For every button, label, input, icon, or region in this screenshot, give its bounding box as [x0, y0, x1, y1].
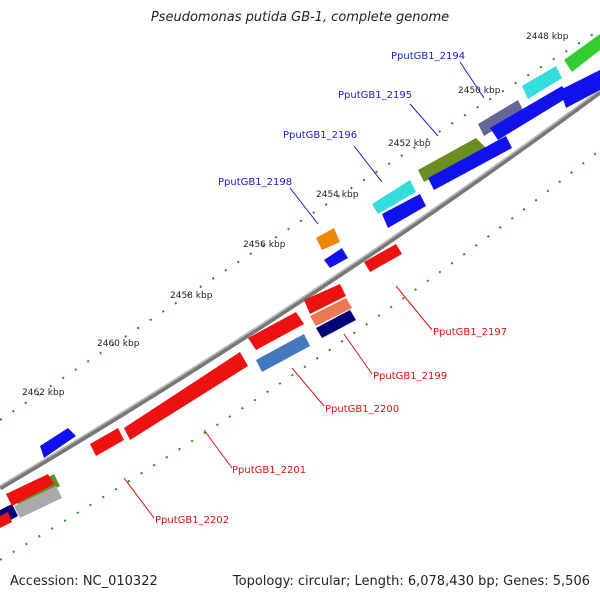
gene-label[interactable]: PputGB1_2195: [338, 90, 412, 101]
gene-labels-reverse: PputGB1_2197 PputGB1_2199 PputGB1_2200 P…: [155, 327, 507, 526]
gene-feature[interactable]: [418, 138, 488, 182]
gene-feature[interactable]: [428, 136, 512, 190]
gene-label[interactable]: PputGB1_2197: [433, 327, 507, 338]
gene-feature[interactable]: [310, 298, 352, 326]
kbp-label: 2462 kbp: [22, 388, 65, 398]
gene-feature[interactable]: [564, 34, 600, 72]
kbp-label: 2452 kbp: [388, 139, 431, 149]
gene-labels-forward: PputGB1_2194 PputGB1_2195 PputGB1_2196 P…: [218, 51, 465, 188]
gene-feature[interactable]: [14, 486, 62, 518]
inner-tick-ring: [0, 149, 600, 561]
gene-label[interactable]: PputGB1_2201: [232, 465, 306, 476]
gene-feature[interactable]: [324, 248, 348, 268]
kbp-label: 2450 kbp: [458, 86, 501, 96]
kbp-label: 2454 kbp: [316, 190, 359, 200]
gene-feature[interactable]: [560, 70, 600, 108]
reverse-genes: [0, 244, 402, 528]
outer-tick-ring: [0, 29, 600, 421]
gene-feature[interactable]: [364, 244, 402, 272]
gene-feature[interactable]: [124, 352, 248, 440]
accession-text: Accession: NC_010322: [10, 574, 158, 589]
genome-backbone: [0, 89, 600, 491]
gene-feature[interactable]: [248, 312, 304, 350]
genome-backbone-highlight: [0, 89, 600, 487]
gene-label[interactable]: PputGB1_2198: [218, 177, 292, 188]
gene-feature[interactable]: [490, 86, 570, 140]
gene-feature[interactable]: [40, 428, 76, 458]
kbp-label: 2458 kbp: [170, 291, 213, 301]
gene-feature[interactable]: [478, 100, 524, 136]
gene-label[interactable]: PputGB1_2199: [373, 371, 447, 382]
gene-feature[interactable]: [316, 228, 340, 250]
gene-label[interactable]: PputGB1_2200: [325, 404, 399, 415]
gene-feature[interactable]: [382, 194, 426, 228]
kbp-labels: 2448 kbp 2450 kbp 2452 kbp 2454 kbp 2456…: [22, 32, 569, 398]
gene-feature[interactable]: [304, 284, 346, 314]
gene-label[interactable]: PputGB1_2194: [391, 51, 465, 62]
gene-feature[interactable]: [6, 474, 54, 506]
map-title: Pseudomonas putida GB-1, complete genome: [150, 10, 450, 25]
gene-feature[interactable]: [0, 512, 12, 528]
kbp-label: 2460 kbp: [97, 339, 140, 349]
kbp-label: 2448 kbp: [526, 32, 569, 42]
forward-genes: [0, 34, 600, 526]
gene-feature[interactable]: [522, 66, 562, 99]
gene-feature[interactable]: [372, 180, 416, 214]
gene-feature[interactable]: [90, 428, 124, 456]
gene-feature[interactable]: [256, 334, 310, 372]
gene-label[interactable]: PputGB1_2196: [283, 130, 357, 141]
genome-summary-text: Topology: circular; Length: 6,078,430 bp…: [232, 574, 590, 589]
gene-leader-lines: [123, 61, 485, 519]
gene-label[interactable]: PputGB1_2202: [155, 515, 229, 526]
gene-feature[interactable]: [316, 310, 356, 338]
kbp-label: 2456 kbp: [243, 240, 286, 250]
